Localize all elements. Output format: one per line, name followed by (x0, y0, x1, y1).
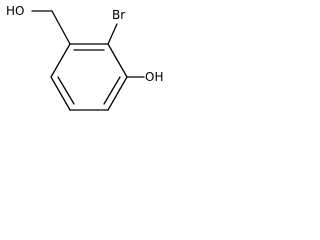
chemical-structure: HO Br OH (6, 4, 163, 111)
double-bond-inner-c5-c6 (57, 76, 75, 105)
bromine-label: Br (112, 8, 125, 22)
double-bond-inner-c3-c4 (103, 76, 121, 105)
bond-c3-c4 (107, 76, 128, 111)
bond-c2-br (107, 23, 118, 45)
bonds (31, 10, 145, 111)
bond-c6-c1 (50, 43, 71, 78)
hydroxymethyl-label: HO (6, 4, 24, 18)
bond-ch2-c1 (51, 10, 71, 45)
phenol-hydroxyl-label: OH (145, 70, 163, 84)
bond-c2-c3 (107, 43, 128, 78)
bond-c5-c6 (50, 76, 71, 111)
